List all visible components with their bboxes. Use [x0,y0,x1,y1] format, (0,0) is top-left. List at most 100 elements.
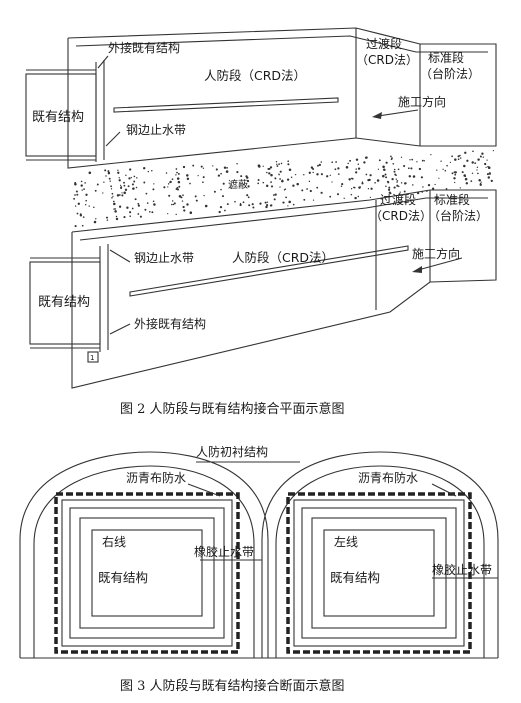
soil-dot [270,181,272,183]
soil-dot [143,181,146,184]
soil-dot [172,203,175,206]
left-waterproof-leader [187,483,221,497]
soil-dot [336,193,340,196]
soil-dot [312,171,314,174]
soil-dot [226,167,228,169]
soil-dot [269,166,273,169]
soil-dot [409,159,411,161]
soil-dot [294,173,297,176]
soil-dot [182,205,185,209]
soil-dot [139,215,142,218]
soil-dot [120,186,123,189]
soil-dot [390,155,392,158]
soil-dot [367,179,370,182]
soil-dot [393,186,396,189]
soil-dot [412,184,414,186]
soil-dot [147,170,150,173]
soil-dot [444,169,447,172]
soil-dot [377,168,380,170]
right-box-outer [293,499,465,647]
soil-dot [423,160,426,162]
soil-dot [279,170,282,173]
soil-dot [482,156,484,158]
lower-tunnel-outline [71,189,497,389]
soil-dot [387,181,390,184]
soil-dot [278,174,280,176]
right-waterproof-label: 沥青布防水 [358,470,418,485]
upper-tunnel-inner-outline [75,35,488,53]
soil-dot [446,164,448,167]
soil-dot [479,183,482,186]
right-box-mid [301,507,457,639]
soil-dot [489,173,491,175]
soil-dot [383,168,386,171]
soil-dot [200,165,203,168]
soil-dot [85,204,87,206]
soil-dot [440,160,442,162]
soil-dot [242,201,245,204]
soil-dot [427,183,431,187]
lining-outer-right [261,451,499,658]
soil-dot [451,172,454,175]
soil-dot [485,166,487,169]
soil-dot [118,194,121,196]
soil-dot [400,156,403,158]
soil-dot [378,159,381,162]
left-waterproof-layer [54,492,240,654]
soil-dot [454,171,457,174]
soil-dot [486,159,488,161]
soil-dot [393,168,396,171]
soil-dot [118,205,122,208]
soil-dot [269,204,272,207]
soil-dot [355,158,359,161]
lower-direction-label: 施工方向 [412,246,460,261]
soil-dot [478,178,481,182]
soil-dot [74,183,77,186]
lower-transition-title: 过渡段 [380,192,416,207]
figure3-caption: 图 3 人防段与既有结构接合断面示意图 [120,678,345,694]
ground-band-label: 遮蔽 [228,178,248,191]
soil-dot [257,182,260,185]
soil-dot [222,182,225,185]
soil-dot [133,180,136,183]
lining-outer-left [19,451,269,658]
upper-direction-arrow [377,109,419,117]
soil-dot [329,195,332,198]
soil-dot [111,192,114,195]
soil-dot [165,172,168,174]
soil-dot [454,181,456,184]
soil-dot [79,214,83,217]
soil-dot [358,186,361,189]
upper-pointer-outer [97,55,109,69]
soil-dot [316,173,319,176]
upper-waterstop-label: 钢边止水带 [126,123,186,137]
soil-dot [178,185,181,188]
soil-dot [264,201,267,204]
soil-dot [152,200,155,203]
soil-dot [107,170,110,173]
soil-dot [357,195,360,198]
soil-dot [204,204,208,208]
soil-dot [181,196,183,199]
soil-dot [168,194,171,197]
upper-tunnel: 外接既有结构 既有结构 钢边止水带 人防段（CRD法） 过渡段 （CRD法） 标… [25,27,497,169]
soil-dot [171,200,174,202]
soil-dot [457,158,460,160]
soil-dot [318,163,321,166]
soil-dot [355,168,357,170]
soil-dot [348,178,351,181]
soil-dot [492,149,495,152]
soil-dot [195,199,198,202]
soil-dot [341,183,344,186]
soil-dot [186,174,189,177]
soil-dot [463,164,466,168]
soil-dot [212,165,214,167]
soil-dot [163,186,166,189]
soil-dot [278,163,280,165]
soil-dot [345,166,349,169]
soil-dot [88,205,90,207]
soil-dot [222,195,224,198]
soil-dot [76,212,79,215]
soil-dot [75,190,78,193]
